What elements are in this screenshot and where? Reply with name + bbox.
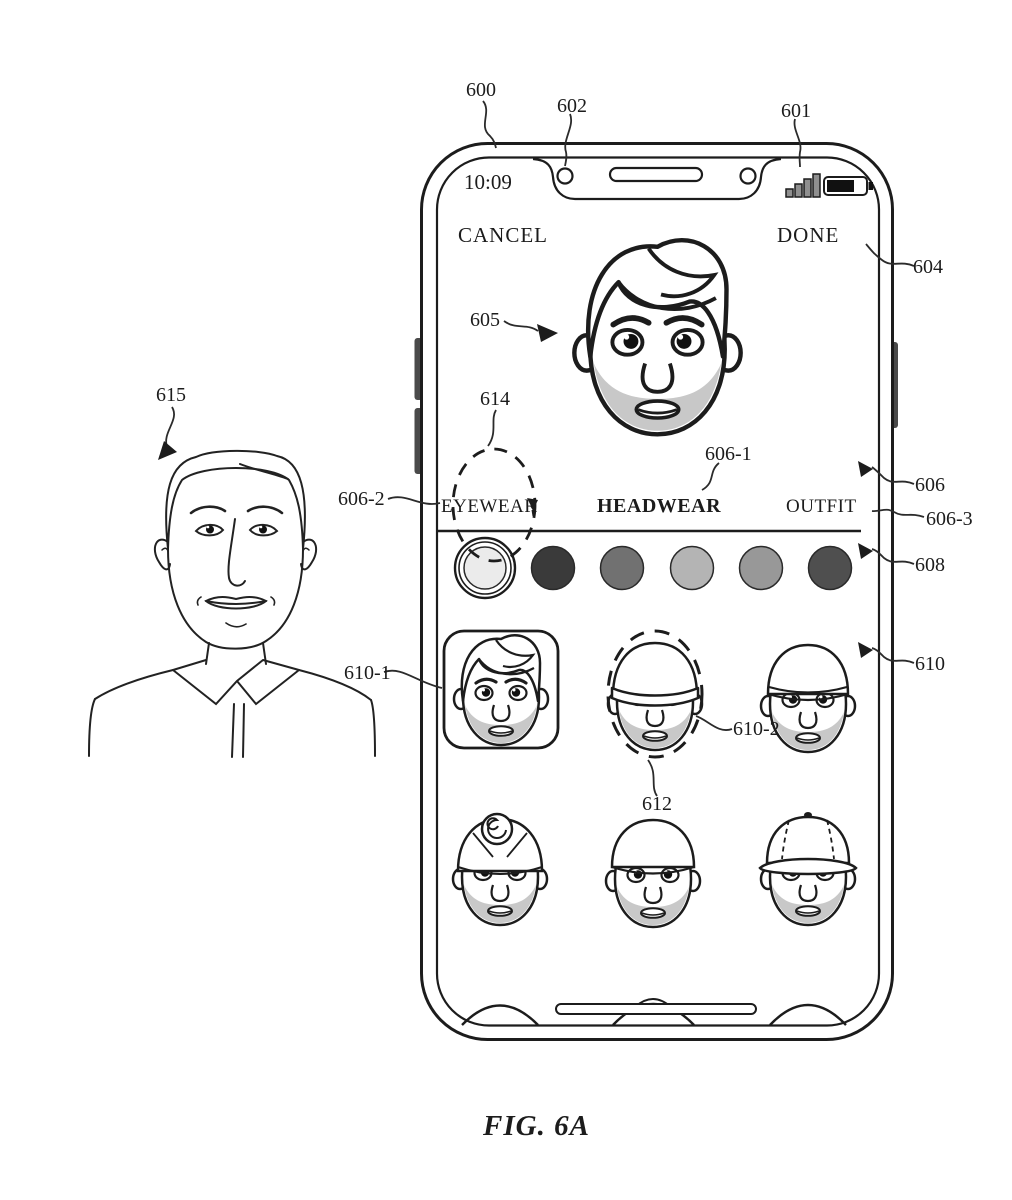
ref-label-610-1: 610-1 [344,662,391,684]
ref-label-606-2: 606-2 [338,488,385,510]
ref-label-612: 612 [642,793,672,815]
front-camera-icon [556,167,574,185]
swatch-color-5 [738,545,784,591]
ref-label-614: 614 [480,388,510,410]
touch-dashed-ellipse [451,447,537,563]
battery-icon [823,176,873,196]
speaker-icon [608,166,704,183]
arrow-606 [858,461,873,477]
arrow-610 [858,642,873,658]
swatch-color-4 [669,545,715,591]
headwear-option-1[interactable] [446,625,556,755]
home-indicator[interactable] [555,1003,757,1015]
swatch-color-3 [599,545,645,591]
tab-outfit[interactable]: OUTFIT [786,496,857,517]
phone-screen [435,156,881,1027]
status-time: 10:09 [464,170,512,194]
swatch-4[interactable] [670,546,714,590]
swatch-6[interactable] [808,546,852,590]
swatch-5[interactable] [739,546,783,590]
ref-label-615: 615 [156,384,186,406]
figure-caption: FIG. 6A [483,1110,590,1142]
tab-eyewear[interactable]: EYEWEAR [441,496,538,517]
swatch-color-1 [463,546,507,590]
tab-headwear[interactable]: HEADWEAR [597,495,722,517]
arrow-605 [537,324,558,342]
swatch-color-2 [530,545,576,591]
headwear-option-6[interactable] [753,805,863,935]
ref-label-601: 601 [781,100,811,122]
ref-label-602: 602 [557,95,587,117]
ref-label-600: 600 [466,79,496,101]
arrow-615 [158,441,177,460]
swatch-2[interactable] [531,546,575,590]
ref-label-604: 604 [913,256,943,278]
cancel-button[interactable]: CANCEL [458,223,548,247]
leader-arrowheads [158,324,873,658]
headwear-option-4[interactable] [445,805,555,935]
ref-label-605: 605 [470,309,500,331]
man-sketch [88,449,376,758]
reference-leader-lines [165,100,925,797]
cellular-signal-icon [785,173,821,198]
phone-device [414,142,898,1041]
ref-label-606: 606 [915,474,945,496]
color-swatch-row [453,536,853,600]
swatch-1[interactable] [463,546,507,590]
swatch-color-6 [807,545,853,591]
ref-label-606-1: 606-1 [705,443,752,465]
swatch-3[interactable] [600,546,644,590]
sensor-icon [739,167,757,185]
headwear-option-5[interactable] [598,807,708,937]
headwear-grid [442,629,858,929]
ref-label-608: 608 [915,554,945,576]
done-button[interactable]: DONE [777,223,840,247]
ref-label-606-3: 606-3 [926,508,973,530]
arrow-608 [858,543,873,559]
headwear-option-3[interactable] [753,632,863,762]
ref-label-610: 610 [915,653,945,675]
ref-label-610-2: 610-2 [733,718,780,740]
headwear-option-2[interactable] [600,630,710,760]
focus-dashed-ellipse [606,629,704,759]
notch [532,157,782,201]
